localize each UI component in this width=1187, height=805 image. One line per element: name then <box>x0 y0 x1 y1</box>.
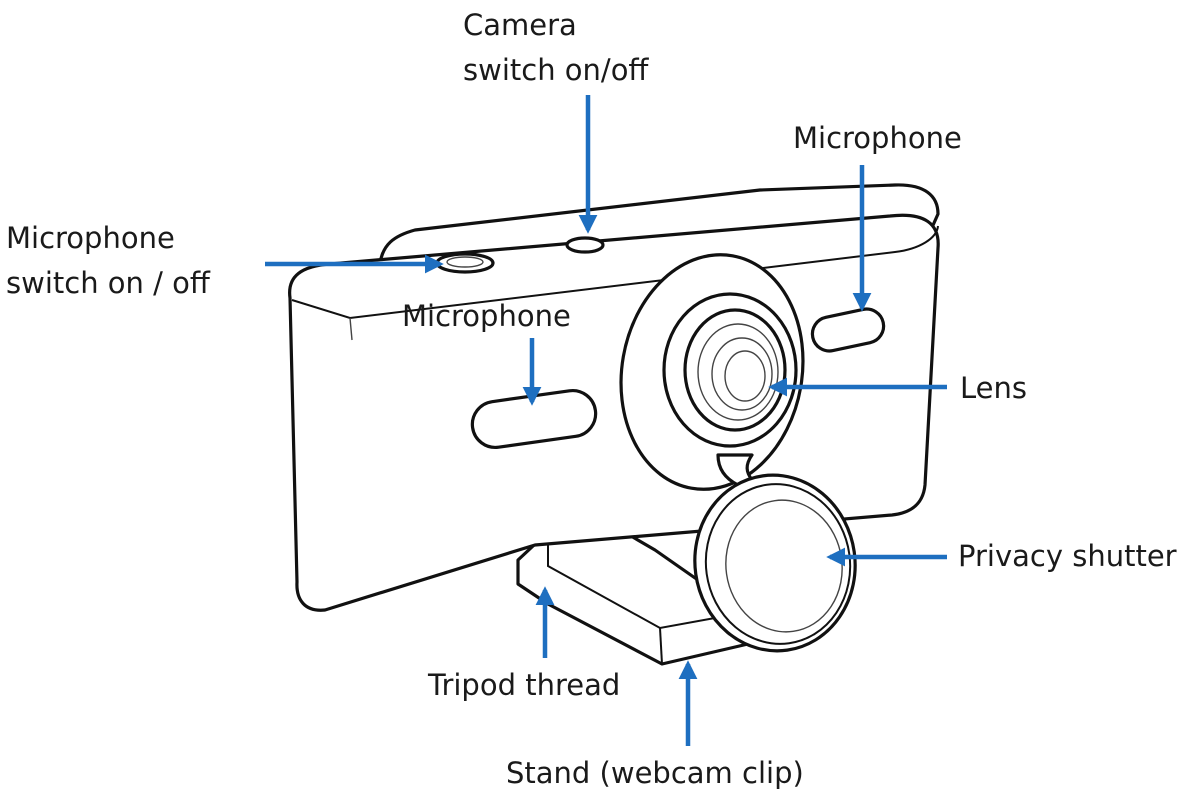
label-line: switch on/off <box>463 53 649 87</box>
lens-assembly <box>619 253 805 491</box>
label-line: Camera <box>463 8 577 42</box>
callout-arrows <box>265 95 947 746</box>
label-line: Privacy shutter <box>958 539 1177 573</box>
label-microphone-top: Microphone <box>793 116 962 161</box>
label-microphone-front: Microphone <box>402 294 571 339</box>
mic-switch-button <box>435 252 495 274</box>
label-line: Lens <box>960 371 1027 405</box>
label-tripod-thread: Tripod thread <box>428 663 620 708</box>
label-lens: Lens <box>960 366 1027 411</box>
label-line: Microphone <box>793 121 962 155</box>
label-stand: Stand (webcam clip) <box>506 751 804 796</box>
label-line: Microphone <box>402 299 571 333</box>
label-privacy-shutter: Privacy shutter <box>958 534 1177 579</box>
camera-switch-button <box>565 236 605 254</box>
label-line: Stand (webcam clip) <box>506 756 804 790</box>
label-line: switch on / off <box>6 266 210 300</box>
label-line: Tripod thread <box>428 668 621 702</box>
right-microphone-slot <box>810 307 886 353</box>
label-camera-switch: Camera switch on/off <box>463 3 648 93</box>
privacy-shutter <box>693 453 857 653</box>
label-line: Microphone <box>6 221 175 255</box>
label-microphone-switch: Microphone switch on / off <box>6 216 210 306</box>
